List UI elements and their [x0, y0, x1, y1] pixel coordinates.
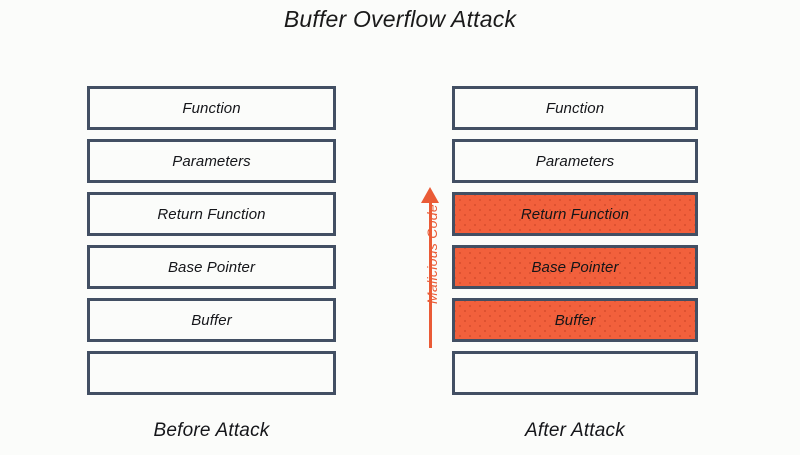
- arrow-shaft: [429, 200, 432, 348]
- stack-frame-label: Parameters: [535, 152, 615, 170]
- stack-frame-empty-before: [87, 351, 336, 395]
- malicious-code-label: Malicious Code: [424, 204, 440, 304]
- stack-frame-empty-after: [452, 351, 698, 395]
- caption-after-attack: After Attack: [525, 420, 625, 441]
- stack-frame-label: Function: [182, 99, 241, 117]
- page-title: Buffer Overflow Attack: [283, 6, 517, 32]
- stack-after-attack: Function Parameters Return Function Base…: [452, 86, 698, 395]
- stack-frame-label: Buffer: [191, 311, 232, 329]
- stack-frame-base-pointer-before: Base Pointer: [87, 245, 336, 289]
- stack-frame-label: Parameters: [172, 152, 251, 170]
- stack-frame-function-before: Function: [87, 86, 336, 130]
- stack-frame-buffer-before: Buffer: [87, 298, 336, 342]
- stack-frame-buffer-after: Buffer: [452, 298, 698, 342]
- caption-before-attack: Before Attack: [153, 420, 270, 441]
- stack-frame-label: Base Pointer: [531, 258, 619, 276]
- stack-frame-label: Function: [545, 99, 605, 117]
- stack-frame-parameters-before: Parameters: [87, 139, 336, 183]
- stack-frame-label: Return Function: [157, 205, 266, 223]
- malicious-code-annotation: Malicious Code: [404, 186, 456, 350]
- up-arrow-icon: [421, 187, 439, 203]
- stack-frame-function-after: Function: [452, 86, 698, 130]
- stack-frame-return-function-after: Return Function: [452, 192, 698, 236]
- stack-frame-return-function-before: Return Function: [87, 192, 336, 236]
- stack-frame-label: Buffer: [554, 311, 596, 329]
- stack-frame-label: Base Pointer: [167, 258, 256, 276]
- stack-before-attack: Function Parameters Return Function Base…: [87, 86, 336, 395]
- stack-frame-base-pointer-after: Base Pointer: [452, 245, 698, 289]
- stack-frame-label: Return Function: [520, 205, 630, 223]
- stack-frame-parameters-after: Parameters: [452, 139, 698, 183]
